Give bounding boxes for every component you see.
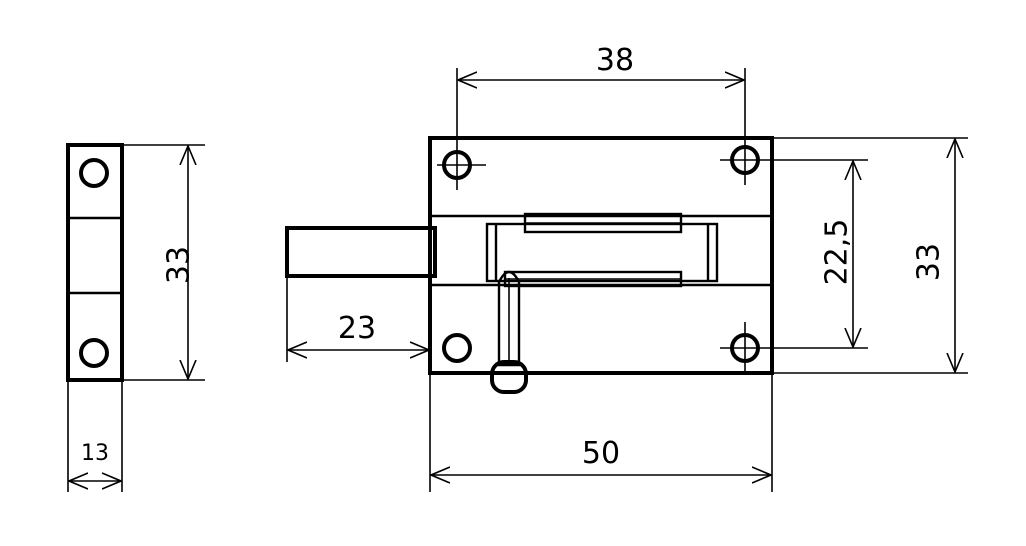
bolt-extension-label: 23 — [338, 311, 376, 346]
side-mounting-hole-bottom — [79, 338, 109, 368]
bolt-handle-knob — [490, 360, 528, 394]
bolt-body-outline — [428, 136, 774, 375]
side-view: 33 13 — [66, 143, 205, 492]
bolt-handle-stem — [497, 270, 521, 367]
body-hole-bottom-left — [442, 333, 472, 363]
side-height-label: 33 — [162, 246, 197, 284]
body-height-label: 33 — [912, 243, 947, 281]
inner-spacing-label: 22,5 — [820, 219, 855, 286]
front-view: 38 23 22,5 33 50 — [285, 43, 968, 492]
body-width-label: 50 — [582, 436, 620, 471]
bolt-rod — [285, 226, 437, 278]
hole-spacing-label: 38 — [596, 43, 634, 78]
side-plate-outline — [66, 143, 124, 382]
side-mounting-hole-top — [79, 158, 109, 188]
bolt-channel — [485, 222, 719, 283]
side-width-label: 13 — [81, 441, 109, 466]
